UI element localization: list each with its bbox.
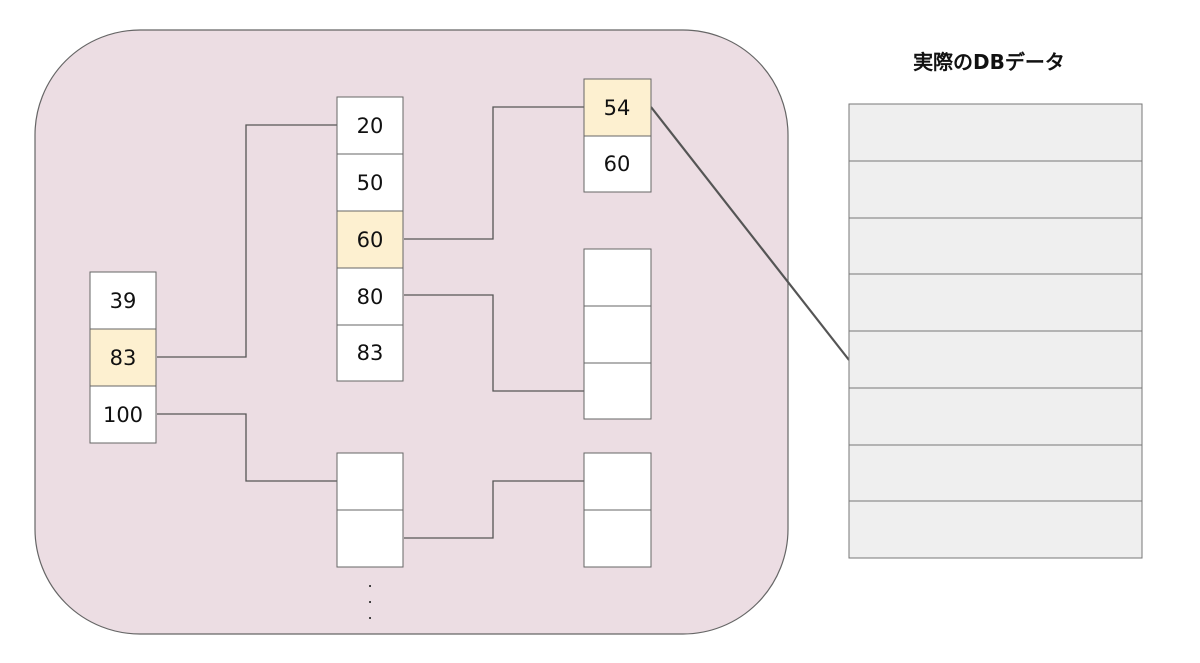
db-row <box>848 160 1143 219</box>
connector-leaf-to-db <box>650 106 850 361</box>
node-cell <box>583 305 652 364</box>
connector-middlebottom-to-leaf-bottom <box>404 480 584 539</box>
middle-top-node: 20 50 60 80 83 <box>336 96 404 382</box>
ellipsis-dots: . . . <box>367 572 372 623</box>
node-cell <box>336 267 404 326</box>
node-cell-value: 100 <box>103 403 143 427</box>
node-cell-value: 39 <box>110 289 137 313</box>
node-cell-value: 50 <box>357 171 384 195</box>
db-row <box>848 444 1143 502</box>
db-row <box>848 500 1143 559</box>
node-cell <box>583 452 652 511</box>
node-cell <box>583 248 652 307</box>
db-row <box>848 273 1143 332</box>
db-data-table <box>848 103 1143 559</box>
db-row <box>848 330 1143 389</box>
node-cell <box>89 385 157 444</box>
db-row <box>848 103 1143 162</box>
db-row <box>848 217 1143 275</box>
connector-middle-to-leaf-top <box>404 106 584 240</box>
node-cell-highlighted <box>336 210 404 269</box>
node-cell <box>583 135 652 193</box>
ellipsis-dot: . <box>367 588 372 607</box>
ellipsis-dot: . <box>367 604 372 623</box>
db-row <box>848 387 1143 446</box>
leaf-middle-node <box>583 248 652 420</box>
node-cell-value: 80 <box>357 285 384 309</box>
root-node: 39 83 100 <box>89 271 157 444</box>
leaf-top-node: 54 60 <box>583 78 652 193</box>
node-cell-value: 60 <box>357 228 384 252</box>
node-cell <box>336 324 404 382</box>
node-cell <box>583 362 652 420</box>
node-cell-value: 20 <box>357 114 384 138</box>
connector-root-to-middle-top <box>157 124 337 358</box>
node-cell <box>89 271 157 330</box>
middle-bottom-node <box>336 452 404 568</box>
node-cell-value: 60 <box>604 152 631 176</box>
ellipsis-dot: . <box>367 572 372 591</box>
connector-middle-to-leaf-middle <box>404 294 584 392</box>
node-cell-value: 54 <box>604 96 631 120</box>
node-cell-value: 83 <box>357 341 384 365</box>
node-cell <box>336 509 404 568</box>
node-cell <box>336 452 404 511</box>
connector-root-to-middle-bottom <box>157 413 337 482</box>
node-cell <box>583 509 652 568</box>
db-data-title: 実際のDBデータ <box>913 50 1065 74</box>
node-cell-highlighted <box>583 78 652 137</box>
node-cell-value: 83 <box>110 346 137 370</box>
leaf-bottom-node <box>583 452 652 568</box>
